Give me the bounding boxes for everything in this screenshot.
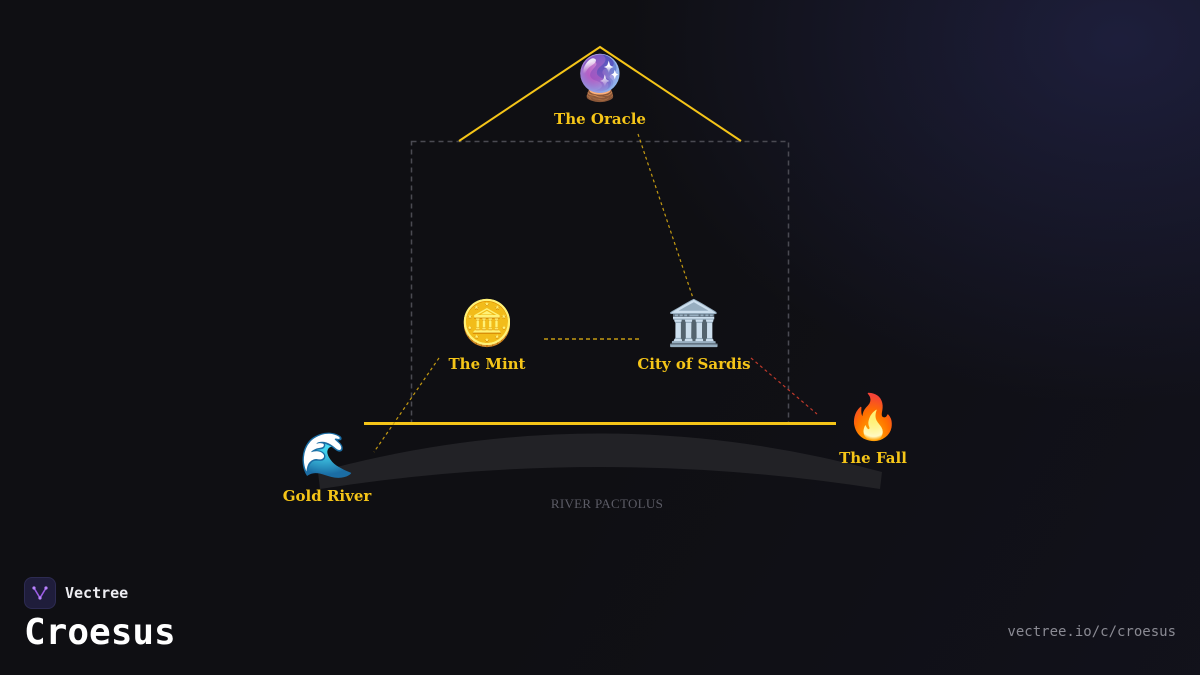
node-sardis-label: City of Sardis bbox=[637, 355, 751, 373]
node-gold-river-label: Gold River bbox=[282, 487, 372, 505]
node-mint-label: The Mint bbox=[448, 355, 526, 373]
crystal-ball-icon: 🔮 bbox=[572, 53, 628, 104]
node-fall: 🔥 The Fall bbox=[839, 392, 907, 468]
fire-icon: 🔥 bbox=[845, 392, 901, 443]
water-wave-icon: 🌊 bbox=[299, 430, 355, 481]
node-sardis: 🏛️ City of Sardis bbox=[637, 298, 751, 374]
river-band bbox=[318, 433, 882, 489]
node-oracle-label: The Oracle bbox=[554, 110, 646, 128]
dashed-frame bbox=[410, 140, 790, 425]
node-gold-river: 🌊 Gold River bbox=[282, 430, 372, 506]
link-sardis-fall bbox=[750, 357, 818, 415]
vectree-logo-icon bbox=[24, 577, 56, 609]
node-mint: 🪙 The Mint bbox=[448, 298, 526, 374]
roof-line bbox=[458, 45, 742, 142]
river-caption: RIVER PACTOLUS bbox=[550, 496, 664, 511]
brand-name: Vectree bbox=[65, 584, 129, 602]
classical-building-icon: 🏛️ bbox=[666, 298, 722, 349]
node-oracle: 🔮 The Oracle bbox=[554, 53, 646, 129]
node-fall-label: The Fall bbox=[839, 449, 907, 467]
coin-icon: 🪙 bbox=[459, 298, 515, 349]
link-mint-gold-river bbox=[373, 357, 440, 453]
brand: Vectree bbox=[24, 577, 128, 609]
page-url[interactable]: vectree.io/c/croesus bbox=[1007, 624, 1176, 640]
link-oracle-sardis bbox=[637, 133, 694, 299]
page-title: Croesus bbox=[24, 612, 176, 653]
